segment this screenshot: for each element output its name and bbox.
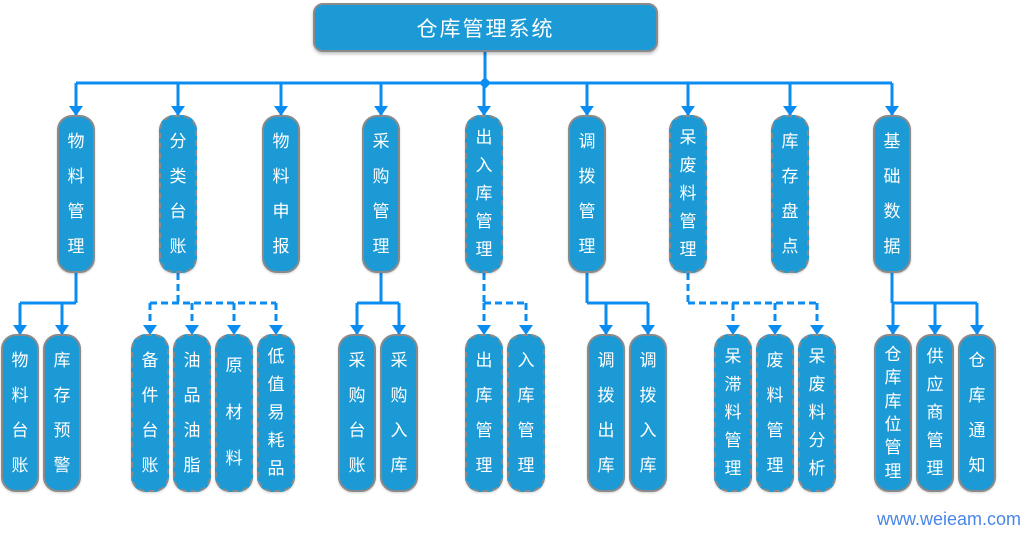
child-node-6-2-label: 调 拨 入 库 <box>639 351 657 475</box>
child-node-2-3-label: 原 材 料 <box>225 355 243 469</box>
child-node-1-2-label: 库 存 预 警 <box>53 351 71 475</box>
child-node-9-2-label: 供 应 商 管 理 <box>926 347 944 478</box>
branch-node-8: 库 存 盘 点 <box>771 115 809 273</box>
child-node-9-1-label: 仓 库 库 位 管 理 <box>884 345 902 481</box>
child-node-7-3: 呆 废 料 分 析 <box>798 334 836 492</box>
child-node-4-2: 采 购 入 库 <box>380 334 418 492</box>
branch-node-1: 物 料 管 理 <box>57 115 95 273</box>
child-node-9-3: 仓 库 通 知 <box>958 334 996 492</box>
child-node-6-2: 调 拨 入 库 <box>629 334 667 492</box>
branch-node-3-label: 物 料 申 报 <box>272 132 290 256</box>
child-node-7-2-label: 废 料 管 理 <box>766 351 784 475</box>
root-node-label: 仓库管理系统 <box>416 17 555 41</box>
child-node-4-1-label: 采 购 台 账 <box>348 351 366 475</box>
child-node-2-1-label: 备 件 台 账 <box>141 351 159 475</box>
child-node-1-1-label: 物 料 台 账 <box>11 351 29 475</box>
connector-junction <box>479 77 491 89</box>
child-node-2-3: 原 材 料 <box>215 334 253 492</box>
branch-node-6: 调 拨 管 理 <box>568 115 606 273</box>
child-node-5-2: 入 库 管 理 <box>507 334 545 492</box>
child-node-1-1: 物 料 台 账 <box>1 334 39 492</box>
child-node-9-1: 仓 库 库 位 管 理 <box>874 334 912 492</box>
branch-node-1-label: 物 料 管 理 <box>67 132 85 256</box>
child-node-9-3-label: 仓 库 通 知 <box>968 351 986 475</box>
child-node-7-1: 呆 滞 料 管 理 <box>714 334 752 492</box>
child-node-9-2: 供 应 商 管 理 <box>916 334 954 492</box>
child-node-2-2-label: 油 品 油 脂 <box>183 351 201 475</box>
branch-node-6-label: 调 拨 管 理 <box>578 132 596 256</box>
branch-node-7: 呆 废 料 管 理 <box>669 115 707 273</box>
branch-node-2-label: 分 类 台 账 <box>169 132 187 256</box>
branch-node-7-label: 呆 废 料 管 理 <box>679 128 697 259</box>
branch-node-4: 采 购 管 理 <box>362 115 400 273</box>
child-node-6-1: 调 拨 出 库 <box>587 334 625 492</box>
child-node-7-3-label: 呆 废 料 分 析 <box>808 347 826 478</box>
child-node-5-1-label: 出 库 管 理 <box>475 351 493 475</box>
branch-node-9: 基 础 数 据 <box>873 115 911 273</box>
child-node-2-2: 油 品 油 脂 <box>173 334 211 492</box>
branch-node-5: 出 入 库 管 理 <box>465 115 503 273</box>
child-node-5-2-label: 入 库 管 理 <box>517 351 535 475</box>
child-node-4-1: 采 购 台 账 <box>338 334 376 492</box>
branch-node-8-label: 库 存 盘 点 <box>781 132 799 256</box>
child-node-6-1-label: 调 拨 出 库 <box>597 351 615 475</box>
child-node-2-4: 低 值 易 耗 品 <box>257 334 295 492</box>
child-node-2-1: 备 件 台 账 <box>131 334 169 492</box>
child-node-4-2-label: 采 购 入 库 <box>390 351 408 475</box>
child-node-1-2: 库 存 预 警 <box>43 334 81 492</box>
branch-node-9-label: 基 础 数 据 <box>883 132 901 256</box>
watermark: www.weieam.com <box>876 509 1021 529</box>
child-node-5-1: 出 库 管 理 <box>465 334 503 492</box>
child-node-2-4-label: 低 值 易 耗 品 <box>267 347 285 478</box>
branch-node-4-label: 采 购 管 理 <box>372 132 390 256</box>
child-node-7-1-label: 呆 滞 料 管 理 <box>724 347 742 478</box>
root-node: 仓库管理系统 <box>313 3 658 52</box>
branch-node-3: 物 料 申 报 <box>262 115 300 273</box>
branch-node-2: 分 类 台 账 <box>159 115 197 273</box>
branch-node-5-label: 出 入 库 管 理 <box>475 128 493 259</box>
child-node-7-2: 废 料 管 理 <box>756 334 794 492</box>
